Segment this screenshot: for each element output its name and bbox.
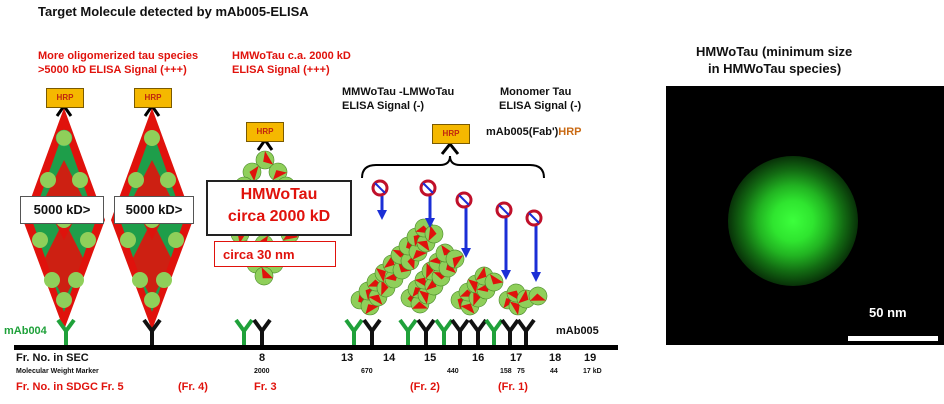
- mab004-antibody: [234, 318, 254, 345]
- monomer-label-line2: ELISA Signal (-): [496, 100, 582, 112]
- hmw-label-line1: HMWoTau c.a. 2000 kD: [232, 50, 351, 62]
- tau-unit: [484, 272, 504, 292]
- sec-fraction: 14: [383, 352, 396, 364]
- mmwotau-chains: [350, 218, 548, 316]
- no-sign-slash: [422, 182, 434, 194]
- sec-fraction: 8: [259, 352, 266, 364]
- monomer-label-line1: Monomer Tau: [500, 86, 572, 98]
- arrow-head: [425, 218, 435, 228]
- sec-fraction: 19: [584, 352, 597, 364]
- mab004-antibody: [344, 318, 364, 345]
- diameter-box: circa 30 nm: [214, 241, 336, 267]
- sec-axis-line: [14, 345, 618, 350]
- oligo-label-line2: >5000 kD ELISA Signal (+++): [38, 64, 187, 76]
- tau-unit: [255, 150, 275, 170]
- figure-title: Target Molecule detected by mAb005-ELISA: [38, 4, 309, 19]
- mab004-antibody: [56, 318, 76, 345]
- mab005-antibody: [416, 318, 436, 345]
- tau-unit: [424, 224, 444, 244]
- mw-marker: 440: [447, 368, 459, 375]
- micrograph-title-line2: in HMWoTau species): [708, 61, 842, 76]
- fab-bracket: [361, 155, 545, 179]
- sdgc-fraction: (Fr. 2): [410, 381, 440, 393]
- micrograph-title-line1: HMWoTau (minimum size: [696, 44, 853, 59]
- mw-marker: 158: [500, 368, 512, 375]
- no-sign-slash: [498, 204, 510, 216]
- no-sign-slash: [528, 212, 540, 224]
- mab004-label: mAb004: [4, 325, 47, 337]
- mw-marker: 17 kD: [583, 368, 602, 375]
- mab004-antibody: [434, 318, 454, 345]
- fab-label-hrp: HRP: [558, 126, 582, 138]
- antibody-row: [56, 318, 536, 345]
- fab-label-prefix: mAb005(Fab'): [486, 126, 559, 138]
- arrow-head: [461, 248, 471, 258]
- tau-unit: [242, 162, 262, 182]
- size-box-5000-1: 5000 kD>: [20, 196, 104, 224]
- sec-fraction: 13: [341, 352, 354, 364]
- mab004-antibody: [398, 318, 418, 345]
- oligo-label-line1: More oligomerized tau species: [38, 50, 199, 62]
- mmw-label-line2: ELISA Signal (-): [342, 100, 425, 112]
- fluorescence-micrograph: 50 nm: [666, 86, 944, 345]
- hrp-box-2: HRP: [134, 88, 172, 108]
- sec-fraction: 18: [549, 352, 562, 364]
- mmw-label-line1: MMWoTau -LMWoTau: [342, 86, 455, 98]
- sec-fraction: 16: [472, 352, 485, 364]
- hrp-box-1: HRP: [46, 88, 84, 108]
- no-sign-slash: [374, 182, 386, 194]
- mab005-antibody: [468, 318, 488, 345]
- mab005-antibody: [362, 318, 382, 345]
- arrow-head: [501, 270, 511, 280]
- sdgc-fraction: Fr. 3: [254, 381, 277, 393]
- no-sign-slash: [458, 194, 470, 206]
- scale-bar-label: 50 nm: [869, 305, 907, 320]
- scale-bar: [848, 336, 938, 341]
- hrp-box-4: HRP: [432, 124, 470, 144]
- mab005-label: mAb005: [556, 325, 599, 337]
- sdgc-fraction: (Fr. 4): [178, 381, 208, 393]
- mw-marker: 670: [361, 368, 373, 375]
- hmw-label-line2: ELISA Signal (+++): [232, 64, 330, 76]
- mw-axis-label: Molecular Weight Marker: [16, 368, 99, 375]
- arrow-head: [377, 210, 387, 220]
- hmwotau-particle-glow: [728, 156, 858, 286]
- mab005-antibody: [252, 318, 272, 345]
- sdgc-fraction: (Fr. 1): [498, 381, 528, 393]
- hmwotau-box-line1: HMWoTau: [240, 186, 318, 203]
- size-box-5000-2: 5000 kD>: [114, 196, 194, 224]
- mw-marker: 2000: [254, 368, 270, 375]
- tau-unit: [445, 249, 465, 269]
- arrow-head: [531, 272, 541, 282]
- hmwotau-size-box: HMWoTau circa 2000 kD: [206, 180, 352, 236]
- sdgc-axis-label: Fr. No. in SDGC Fr. 5: [16, 381, 124, 393]
- mw-marker: 44: [550, 368, 558, 375]
- mab005-antibody: [500, 318, 520, 345]
- fab-label: mAb005(Fab')HRP: [486, 126, 582, 138]
- sec-axis-label: Fr. No. in SEC: [16, 352, 89, 364]
- sec-fraction: 15: [424, 352, 437, 364]
- tau-unit: [528, 286, 548, 306]
- mab004-antibody: [484, 318, 504, 345]
- mab005-antibody: [516, 318, 536, 345]
- sec-fraction: 17: [510, 352, 523, 364]
- hrp-box-3: HRP: [246, 122, 284, 142]
- tau-unit: [254, 266, 274, 286]
- mab005-antibody: [142, 318, 162, 345]
- blocked-binding-arrows: [371, 179, 543, 282]
- hmwotau-box-line2: circa 2000 kD: [227, 208, 331, 225]
- mw-marker: 75: [517, 368, 525, 375]
- mab005-antibody: [450, 318, 470, 345]
